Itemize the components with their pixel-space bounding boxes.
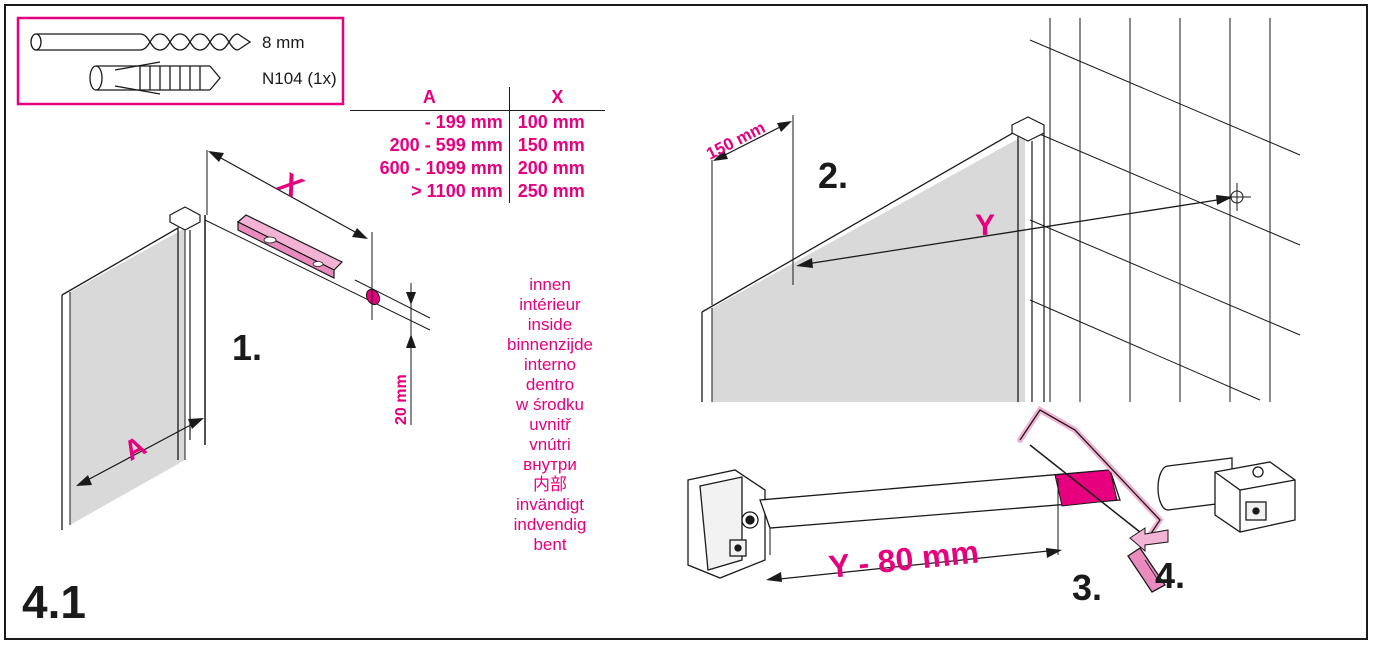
drill-size-label: 8 mm	[262, 33, 305, 52]
cell-x: 100 mm	[508, 110, 605, 134]
table-row: 200 - 599 mm 150 mm	[350, 134, 605, 157]
step4-drawing: 4.	[1129, 457, 1296, 596]
translation-item: vnútri	[529, 435, 571, 454]
wall-profile-2	[1011, 116, 1045, 142]
cell-a: 200 - 599 mm	[389, 135, 503, 155]
direction-arrow-icon	[1129, 527, 1169, 553]
translation-item: innen	[529, 275, 571, 294]
y-dimension-label: Y	[975, 209, 995, 242]
x-dimension-label: X	[272, 165, 309, 205]
step2-label: 2.	[818, 155, 848, 196]
hacksaw-icon	[1017, 406, 1166, 593]
cell-x: 200 mm	[508, 157, 605, 180]
inside-translations: innen intérieur inside binnenzijde inter…	[470, 275, 630, 555]
step3-label: 3.	[1072, 567, 1102, 608]
cell-x: 150 mm	[508, 134, 605, 157]
offset-150-label: 150 mm	[703, 118, 768, 164]
table-header-row: A X	[350, 87, 605, 111]
cell-a: > 1100 mm	[411, 181, 503, 201]
wall-bracket-icon	[687, 469, 766, 579]
spacing-table: A X - 199 mm 100 mm 200 - 599 mm 150 mm …	[350, 87, 605, 203]
wall-profile	[169, 206, 201, 231]
glass-panel	[70, 228, 185, 525]
translation-item: dentro	[525, 375, 575, 394]
translation-item: binnenzijde	[506, 335, 593, 354]
translation-item: w środku	[515, 395, 585, 414]
step3-drawing: Y - 80 mm 3.	[687, 406, 1166, 608]
table-row: 600 - 1099 mm 200 mm	[350, 157, 605, 180]
step1-label: 1.	[232, 327, 262, 368]
translation-item: 内部	[533, 475, 567, 495]
cell-x: 250 mm	[508, 180, 605, 203]
table-row: - 199 mm 100 mm	[350, 110, 605, 134]
cut-mark	[1054, 469, 1118, 507]
translation-item: uvnitř	[529, 415, 571, 434]
figure-frame	[4, 4, 1368, 640]
translation-item: inside	[527, 315, 573, 334]
translation-item: bent	[533, 535, 567, 554]
step1-drawing: X 20 mm A 1.	[61, 150, 431, 530]
tile-grid	[1029, 18, 1301, 402]
step2-drawing: 150 mm Y 2.	[701, 18, 1301, 402]
drill-mark-icon	[365, 288, 381, 306]
translation-item: interno	[524, 355, 576, 374]
hardware-box-border	[16, 16, 345, 106]
translation-item: внутри	[523, 455, 577, 474]
table-row: > 1100 mm 250 mm	[350, 180, 605, 203]
translation-item: intérieur	[519, 295, 581, 314]
translation-item: invändigt	[515, 495, 585, 514]
dowel-label: N104 (1x)	[262, 69, 337, 88]
drill-bit-icon	[30, 33, 252, 51]
support-bar	[759, 469, 1121, 529]
spirit-level-icon	[236, 214, 344, 279]
step4-label: 4.	[1155, 555, 1185, 596]
connector-icon	[1157, 457, 1296, 533]
glass-panel-2	[712, 135, 1025, 402]
cell-a: - 199 mm	[424, 112, 503, 132]
hardware-box: 8 mm N104 (1x)	[16, 16, 345, 106]
offset-20-label: 20 mm	[393, 374, 410, 425]
header-x: X	[508, 87, 605, 111]
cut-length-label: Y - 80 mm	[827, 533, 981, 585]
translation-item: indvendig	[513, 515, 587, 534]
figure-number: 4.1	[22, 576, 86, 628]
cell-a: 600 - 1099 mm	[379, 158, 503, 178]
header-a: A	[350, 87, 510, 111]
wall-dowel-icon	[89, 61, 221, 95]
